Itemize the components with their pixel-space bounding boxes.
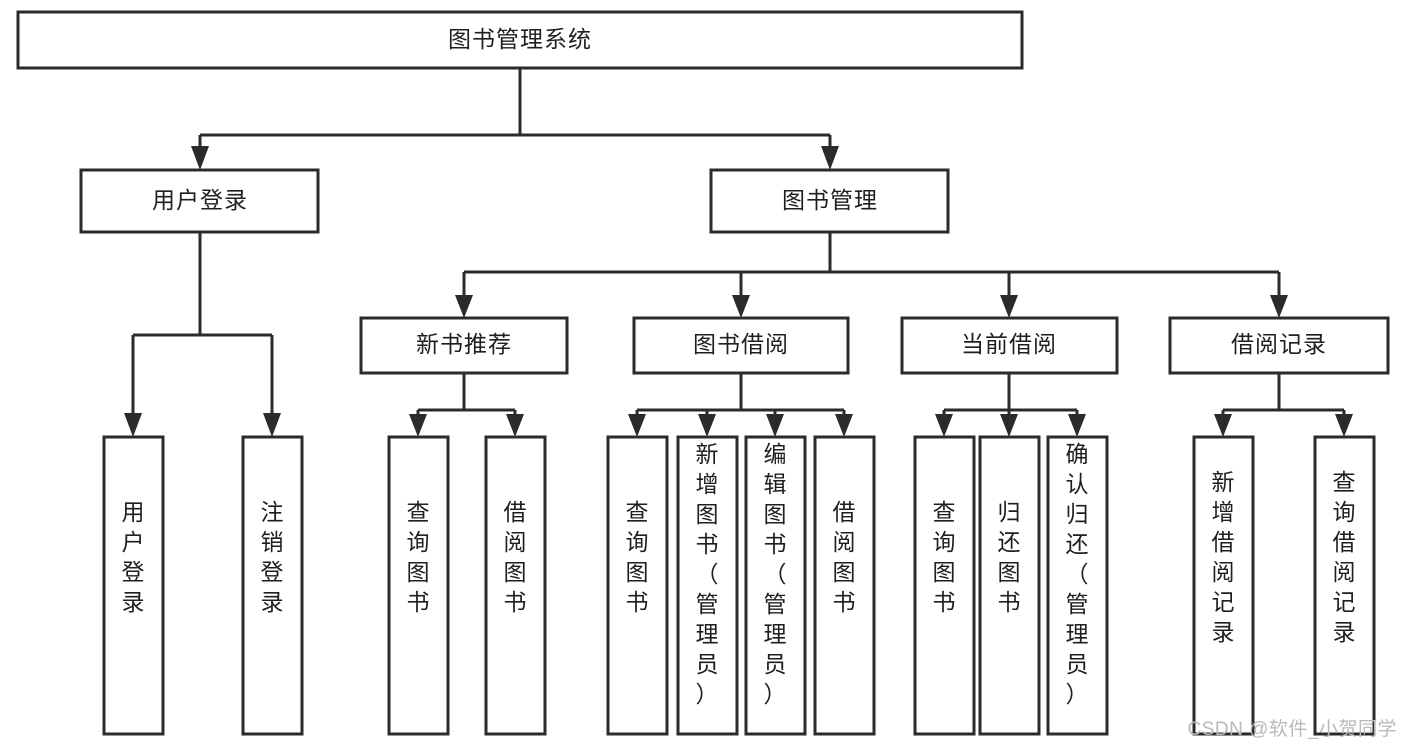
connector-group-userlogin-to-leaves	[124, 232, 281, 437]
node-new-book-recommend-label: 新书推荐	[416, 331, 512, 357]
arrow-head-leaf-query-book-2	[628, 414, 646, 437]
node-leaf-query-record-label: 查询借阅记录	[1333, 469, 1356, 645]
node-leaf-edit-book-label: 编辑图书（管理员）	[764, 441, 787, 707]
node-leaf-query-book-3-label: 查询图书	[933, 499, 956, 615]
node-leaf-borrow-book-1-label: 借阅图书	[504, 499, 527, 615]
node-leaf-confirm-return[interactable]: 确认归还（管理员）	[1046, 435, 1109, 736]
arrow-head-leaf-add-book	[698, 414, 716, 437]
arrow-head-leaf-query-record	[1335, 414, 1353, 437]
node-leaf-add-book-label: 新增图书（管理员）	[696, 441, 719, 707]
node-leaf-return-book-box[interactable]	[978, 435, 1041, 736]
node-book-management-label: 图书管理	[782, 187, 878, 213]
arrow-head-book-borrow	[732, 295, 750, 318]
node-current-borrow[interactable]: 当前借阅	[900, 316, 1119, 375]
connector-group-bookmgmt-to-level3	[455, 232, 1288, 318]
node-leaf-edit-book[interactable]: 编辑图书（管理员）	[744, 435, 807, 736]
arrow-head-leaf-query-book-3	[935, 414, 953, 437]
arrow-head-leaf-return-book	[1000, 414, 1018, 437]
connector-group-currentborrow-to-leaves	[935, 373, 1086, 437]
arrow-head-leaf-borrow-book-1	[506, 414, 524, 437]
node-leaf-return-book-label: 归还图书	[998, 499, 1021, 615]
connector-group-root-to-level2	[191, 68, 839, 170]
node-leaf-add-book[interactable]: 新增图书（管理员）	[676, 435, 739, 736]
node-leaf-confirm-return-label: 确认归还（管理员）	[1066, 441, 1089, 707]
node-leaf-query-record-box[interactable]	[1313, 435, 1376, 736]
node-book-borrow[interactable]: 图书借阅	[632, 316, 850, 375]
node-leaf-add-record-label: 新增借阅记录	[1212, 469, 1235, 645]
node-leaf-query-book-1-box[interactable]	[387, 435, 450, 736]
node-leaf-return-book[interactable]: 归还图书	[978, 435, 1041, 736]
node-leaf-query-book-3-box[interactable]	[913, 435, 976, 736]
node-leaf-borrow-book-2-box[interactable]	[813, 435, 876, 736]
node-leaf-user-logout-label: 注销登录	[261, 499, 284, 615]
watermark-text: CSDN @软件_小贺同学	[1187, 719, 1397, 740]
node-leaf-query-book-2[interactable]: 查询图书	[606, 435, 669, 736]
node-root[interactable]: 图书管理系统	[16, 10, 1024, 70]
node-leaf-confirm-return-box[interactable]	[1046, 435, 1109, 736]
node-leaf-edit-book-box[interactable]	[744, 435, 807, 736]
node-new-book-recommend-box[interactable]	[359, 316, 569, 375]
node-new-book-recommend[interactable]: 新书推荐	[359, 316, 569, 375]
node-borrow-record-box[interactable]	[1168, 316, 1390, 375]
node-user-login-label: 用户登录	[152, 187, 248, 213]
node-leaf-borrow-book-2[interactable]: 借阅图书	[813, 435, 876, 736]
connector-group-borrowrecord-to-leaves	[1214, 373, 1353, 437]
node-root-label: 图书管理系统	[448, 26, 592, 52]
node-leaf-user-login-label: 用户登录	[122, 499, 145, 615]
node-book-management[interactable]: 图书管理	[709, 168, 950, 234]
node-leaf-borrow-book-1[interactable]: 借阅图书	[484, 435, 547, 736]
node-leaf-query-book-3[interactable]: 查询图书	[913, 435, 976, 736]
node-leaf-user-login-box[interactable]	[102, 435, 165, 736]
node-leaf-user-login[interactable]: 用户登录	[102, 435, 165, 736]
node-leaf-query-book-2-label: 查询图书	[626, 499, 649, 615]
arrow-head-book-management	[821, 146, 839, 170]
node-leaf-user-logout[interactable]: 注销登录	[241, 435, 304, 736]
node-leaf-add-book-box[interactable]	[676, 435, 739, 736]
arrow-head-user-login	[191, 146, 209, 170]
arrow-head-leaf-edit-book	[766, 414, 784, 437]
arrow-head-leaf-confirm-return	[1068, 414, 1086, 437]
node-leaf-add-record-box[interactable]	[1192, 435, 1255, 736]
node-leaf-query-book-1[interactable]: 查询图书	[387, 435, 450, 736]
arrow-head-leaf-borrow-book-2	[835, 414, 853, 437]
connector-group-newbook-to-leaves	[409, 373, 524, 437]
node-leaf-user-logout-box[interactable]	[241, 435, 304, 736]
node-current-borrow-label: 当前借阅	[961, 331, 1057, 357]
arrow-head-leaf-user-login	[124, 413, 142, 437]
node-book-borrow-box[interactable]	[632, 316, 850, 375]
node-leaf-query-record[interactable]: 查询借阅记录	[1313, 435, 1376, 736]
connector-group-bookborrow-to-leaves	[628, 373, 853, 437]
arrow-head-current-borrow	[1000, 295, 1018, 318]
node-user-login-box[interactable]	[79, 168, 320, 234]
node-user-login[interactable]: 用户登录	[79, 168, 320, 234]
node-leaf-query-book-2-box[interactable]	[606, 435, 669, 736]
node-leaf-query-book-1-label: 查询图书	[407, 499, 430, 615]
node-leaf-borrow-book-2-label: 借阅图书	[833, 499, 856, 615]
node-borrow-record[interactable]: 借阅记录	[1168, 316, 1390, 375]
node-leaf-borrow-book-1-box[interactable]	[484, 435, 547, 736]
node-borrow-record-label: 借阅记录	[1231, 331, 1327, 357]
arrow-head-borrow-record	[1270, 295, 1288, 318]
arrow-head-leaf-query-book-1	[409, 414, 427, 437]
node-current-borrow-box[interactable]	[900, 316, 1119, 375]
node-book-borrow-label: 图书借阅	[693, 331, 789, 357]
node-leaf-add-record[interactable]: 新增借阅记录	[1192, 435, 1255, 736]
arrow-head-leaf-user-logout	[263, 413, 281, 437]
arrow-head-new-book-recommend	[455, 295, 473, 318]
node-book-management-box[interactable]	[709, 168, 950, 234]
node-root-box[interactable]	[16, 10, 1024, 70]
arrow-head-leaf-add-record	[1214, 414, 1232, 437]
